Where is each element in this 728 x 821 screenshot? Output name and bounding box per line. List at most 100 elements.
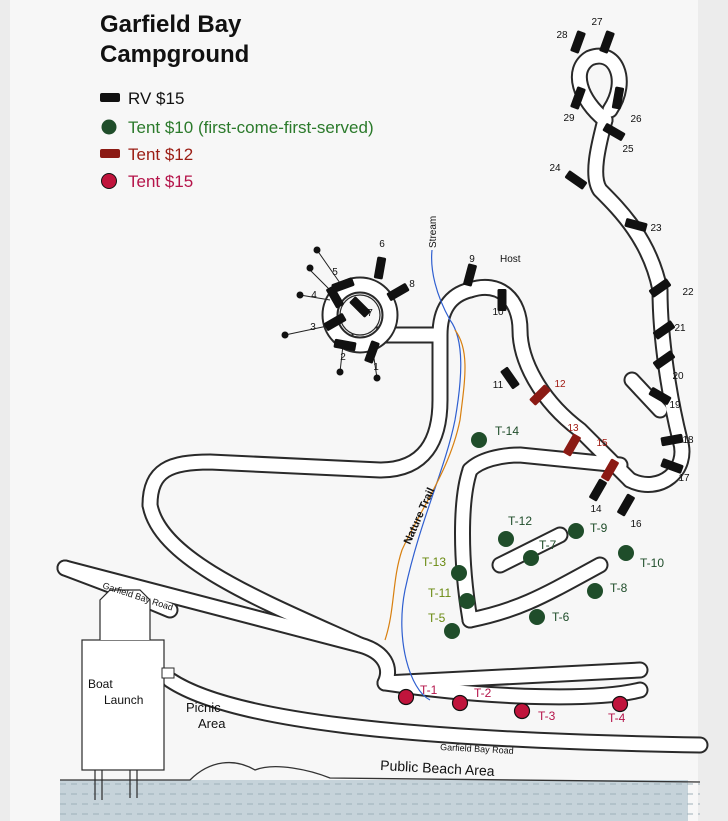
rv-site-label-4: 4: [311, 290, 317, 301]
rv-site-label-21: 21: [674, 323, 686, 334]
rv-site-label-23: 23: [650, 223, 662, 234]
rv-site-label-11: 11: [493, 380, 504, 391]
rv-site-10: [497, 289, 507, 311]
rv-site-20: [652, 350, 676, 370]
tent15-site-label-T-4: T-4: [608, 711, 626, 725]
tent12-site-15: [601, 458, 619, 482]
tent10-site-T-9: [568, 523, 584, 539]
tent10-site-label-T-11: T-11: [428, 586, 451, 600]
tent12-site-label-12: 12: [554, 379, 566, 390]
legend: RV $15 Tent $10 (first-come-first-served…: [100, 89, 374, 191]
tent10-site-T-6: [529, 609, 545, 625]
stream-line: [401, 249, 462, 701]
legend-rv-label: RV $15: [128, 89, 184, 108]
tent15-site-T-4: [611, 695, 629, 713]
tent10-site-label-T-7: T-7: [539, 538, 557, 552]
rv-site-label-27: 27: [591, 17, 603, 28]
tent10-site-markers: T-5 T-6 T-7T-8 T-9T-10T-11 T-12T-13 T-14: [422, 424, 664, 639]
map-title-line1: Garfield Bay: [100, 11, 242, 38]
rv-site-2: [333, 338, 357, 352]
rv-site-label-18: 18: [682, 435, 694, 446]
rv-site-11: [500, 366, 520, 390]
rv-site-label-25: 25: [622, 144, 634, 155]
tent15-site-label-T-2: T-2: [474, 686, 492, 700]
tent10-site-T-5: [444, 623, 460, 639]
rv-site-25: [602, 123, 626, 141]
tent15-site-label-T-1: T-1: [420, 683, 438, 697]
rv-site-1: [364, 340, 380, 364]
rv-site-label-29: 29: [563, 113, 575, 124]
legend-tent10-symbol: [101, 119, 117, 135]
shoreline: [60, 761, 701, 783]
stream-label: Stream: [428, 216, 439, 248]
tent12-site-label-15: 15: [596, 438, 608, 449]
tent12-site-13: [563, 433, 581, 457]
rv-site-18: [660, 433, 684, 447]
tent10-site-T-10: [618, 545, 634, 561]
tent10-site-label-T-5: T-5: [428, 611, 446, 625]
tent10-site-label-T-12: T-12: [508, 514, 532, 528]
rv-site-label-9: 9: [469, 254, 475, 265]
rv-site-7: [349, 296, 371, 318]
rv-site-label-8: 8: [409, 279, 415, 290]
tent10-site-T-14: [471, 432, 487, 448]
rv-site-label-5: 5: [332, 267, 338, 278]
rv-site-26: [611, 86, 625, 110]
rv-site-28: [570, 30, 586, 54]
tent10-site-label-T-6: T-6: [552, 610, 570, 624]
lake-water: [60, 780, 700, 821]
rv-site-label-20: 20: [672, 371, 684, 382]
rv-site-8: [386, 283, 410, 301]
rv-site-29: [570, 86, 586, 110]
rv-site-24: [564, 170, 588, 190]
rv-site-label-17: 17: [678, 473, 690, 484]
rv-site-label-22: 22: [682, 287, 694, 298]
rv-site-label-7: 7: [367, 308, 373, 319]
rv-site-label-10: 10: [492, 307, 504, 318]
boat-launch: [81, 589, 175, 800]
tent10-site-label-T-14: T-14: [495, 424, 519, 438]
tent10-site-T-7: [523, 550, 539, 566]
rv-site-label-14: 14: [590, 504, 602, 515]
legend-rv-symbol: [100, 93, 120, 102]
tent10-site-label-T-8: T-8: [610, 581, 628, 595]
rv-site-27: [599, 30, 615, 54]
tent10-site-T-12: [498, 531, 514, 547]
rv-site-3: [323, 313, 347, 331]
rv-site-23: [624, 218, 648, 232]
road-label-lower: Garfield Bay Road: [440, 742, 514, 756]
rv-site-label-6: 6: [379, 239, 385, 250]
tent10-site-label-T-10: T-10: [640, 556, 664, 570]
boat-launch-label-2: Launch: [104, 693, 143, 707]
rv-site-label-16: 16: [630, 519, 642, 530]
map-title-line2: Campground: [100, 41, 249, 68]
tent10-site-label-T-9: T-9: [590, 521, 608, 535]
tent10-site-label-T-13: T-13: [422, 555, 446, 569]
boat-launch-label-1: Boat: [88, 677, 113, 691]
rv-site-4: [326, 285, 344, 309]
tent15-site-T-3: [513, 702, 531, 720]
rv-site-14: [589, 478, 607, 502]
tent10-site-T-11: [459, 593, 475, 609]
tent15-site-T-2: [451, 694, 469, 712]
rv-site-markers: 1234567891011141617181920212223242526272…: [310, 17, 694, 530]
public-beach-label: Public Beach Area: [380, 757, 495, 779]
tent10-site-T-13: [451, 565, 467, 581]
rv-site-6: [373, 256, 387, 280]
tent15-site-markers: T-1 T-2T-3 T-4: [397, 683, 629, 725]
rv-site-16: [617, 493, 635, 517]
picnic-area-label-2: Area: [198, 716, 226, 731]
legend-tent12-label: Tent $12: [128, 145, 193, 164]
tent10-site-T-8: [587, 583, 603, 599]
legend-tent15-label: Tent $15: [128, 172, 193, 191]
picnic-area-label-1: Picnic: [186, 700, 221, 715]
rv-site-17: [660, 458, 684, 474]
nature-trail-line: [384, 329, 466, 641]
legend-tent12-symbol: [100, 149, 120, 158]
rv-site-label-19: 19: [669, 400, 681, 411]
rv-site-19: [648, 387, 672, 405]
rv-site-label-24: 24: [549, 163, 561, 174]
tent15-site-label-T-3: T-3: [538, 709, 556, 723]
